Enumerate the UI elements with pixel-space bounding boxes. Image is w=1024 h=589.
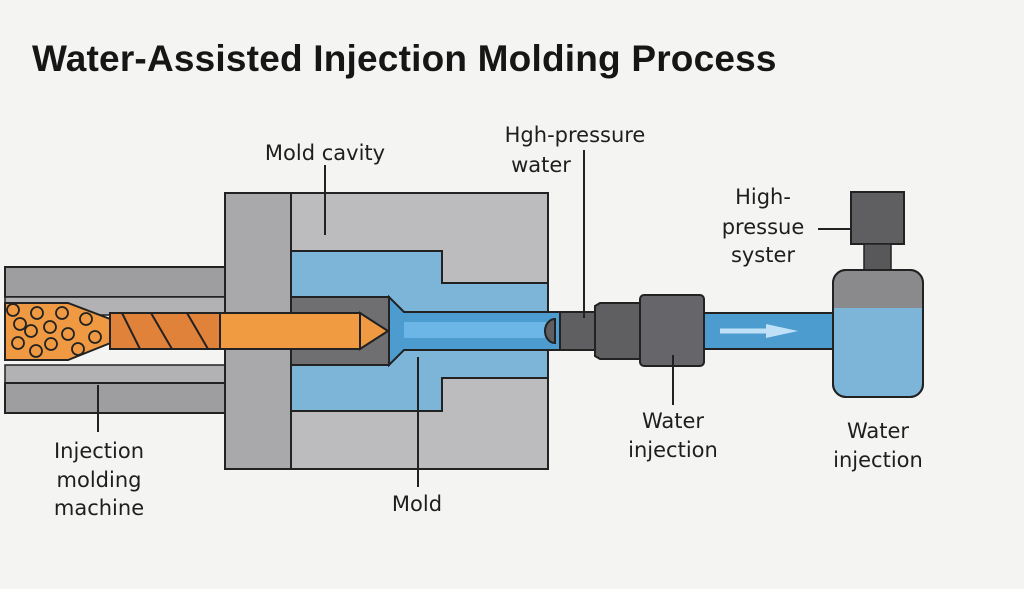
label-high-pressure-system-line2: pressue — [722, 215, 805, 239]
water-nozzle — [544, 294, 705, 367]
label-high-pressure-water-line1: Hgh-pressure — [505, 123, 646, 147]
label-water-injection-nozzle-line2: injection — [628, 438, 718, 462]
label-injection-machine-line1: Injection — [54, 439, 144, 463]
plastic-pellets — [6, 303, 102, 358]
screw — [4, 302, 390, 361]
label-water-injection-tank-line1: Water — [847, 419, 909, 443]
label-high-pressure-system-line1: High- — [735, 185, 791, 209]
label-mold: Mold — [392, 492, 442, 516]
leader-lines — [97, 150, 851, 487]
label-mold-cavity: Mold cavity — [265, 141, 385, 165]
water-pipe — [703, 312, 835, 350]
flow-arrow-icon — [766, 324, 798, 338]
label-high-pressure-water-line2: water — [511, 153, 571, 177]
water-tank — [832, 191, 924, 398]
label-water-injection-nozzle-line1: Water — [642, 409, 704, 433]
label-injection-machine-line3: machine — [54, 496, 144, 520]
label-water-injection-tank-line2: injection — [833, 448, 923, 472]
label-injection-machine-line2: molding — [57, 468, 142, 492]
diagram-title: Water-Assisted Injection Molding Process — [32, 38, 777, 79]
label-high-pressure-system-line3: syster — [731, 243, 795, 267]
